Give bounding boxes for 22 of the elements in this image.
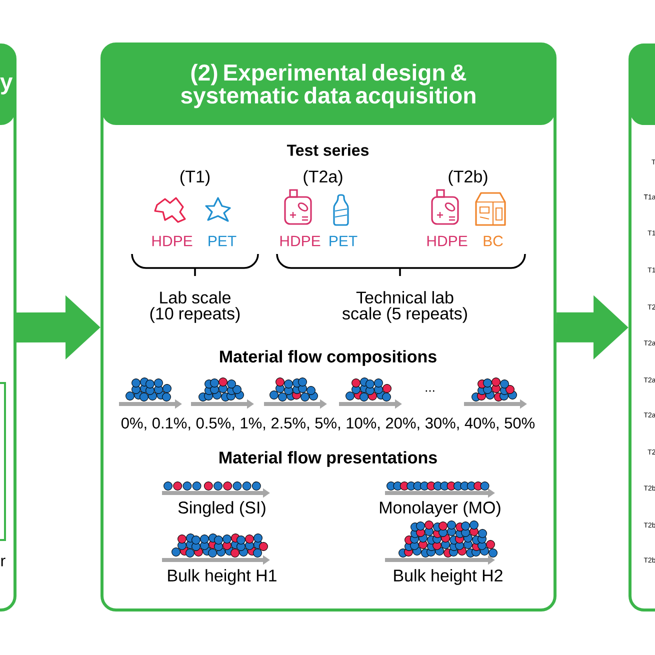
label: HDPE — [152, 236, 192, 246]
label: (T1) — [180, 170, 210, 186]
label: Singled (SI) — [178, 501, 266, 517]
label: BC — [484, 236, 503, 246]
label: PET — [330, 236, 358, 246]
label: PET — [208, 236, 236, 246]
label: HDPE — [280, 236, 320, 246]
label: Technical lab scale (5 repeats) — [342, 291, 467, 323]
panel — [628, 44, 655, 612]
label: 0%, 0.1%, 0.5%, 1%, 2.5%, 5%, 10%, 20%, 30%, 40%, 50% — [121, 418, 535, 430]
label: (T2b) — [448, 170, 488, 186]
label: Lab scale (10 repeats) — [150, 291, 240, 323]
label: Bulk height H1 — [168, 569, 276, 585]
label: r — [1, 558, 6, 566]
heading: Test series — [286, 144, 369, 156]
heading: Material flow presentations — [220, 451, 437, 467]
label: HDPE — [427, 236, 468, 246]
label: (T2a) — [304, 170, 342, 186]
label: ... — [426, 390, 434, 392]
heading: Material flow compositions — [220, 350, 436, 366]
label: Bulk height H2 — [394, 569, 502, 585]
label: Monolayer (MO) — [380, 501, 500, 517]
